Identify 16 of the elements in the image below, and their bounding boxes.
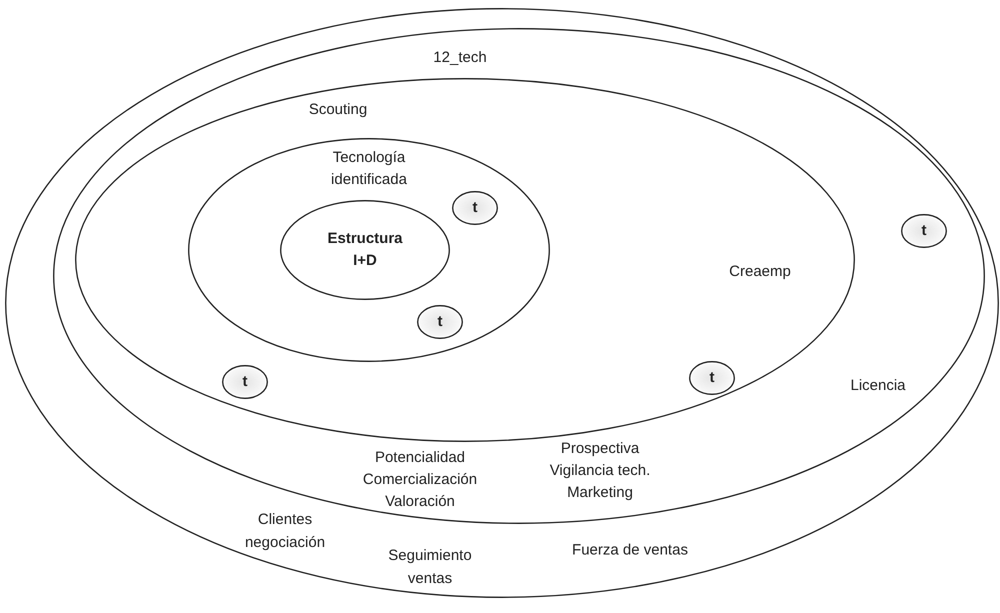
ring-label: Tecnología identificada [330, 148, 408, 190]
ring-label: Clientes negociación [244, 510, 326, 553]
ring-label: Creaemp [729, 262, 791, 282]
circle-label: t [922, 221, 926, 241]
circle-label: t [438, 312, 442, 332]
ring-label: Potencialidad Comercialización Valoración [362, 448, 478, 512]
ring-label: Scouting [308, 100, 368, 120]
circle-label: t [242, 372, 248, 392]
ring-label: Seguimiento ventas [387, 546, 473, 589]
ring-label: Prospectiva Vigilancia tech. Marketing [548, 439, 652, 503]
circle-label: t [472, 198, 478, 218]
ring-label: Licencia [850, 376, 906, 396]
core-label: Estructura I+D [326, 229, 404, 271]
ring-label: Fuerza de ventas [572, 540, 688, 560]
ring-label: 12_tech [433, 48, 487, 68]
circle-label: t [710, 368, 714, 388]
